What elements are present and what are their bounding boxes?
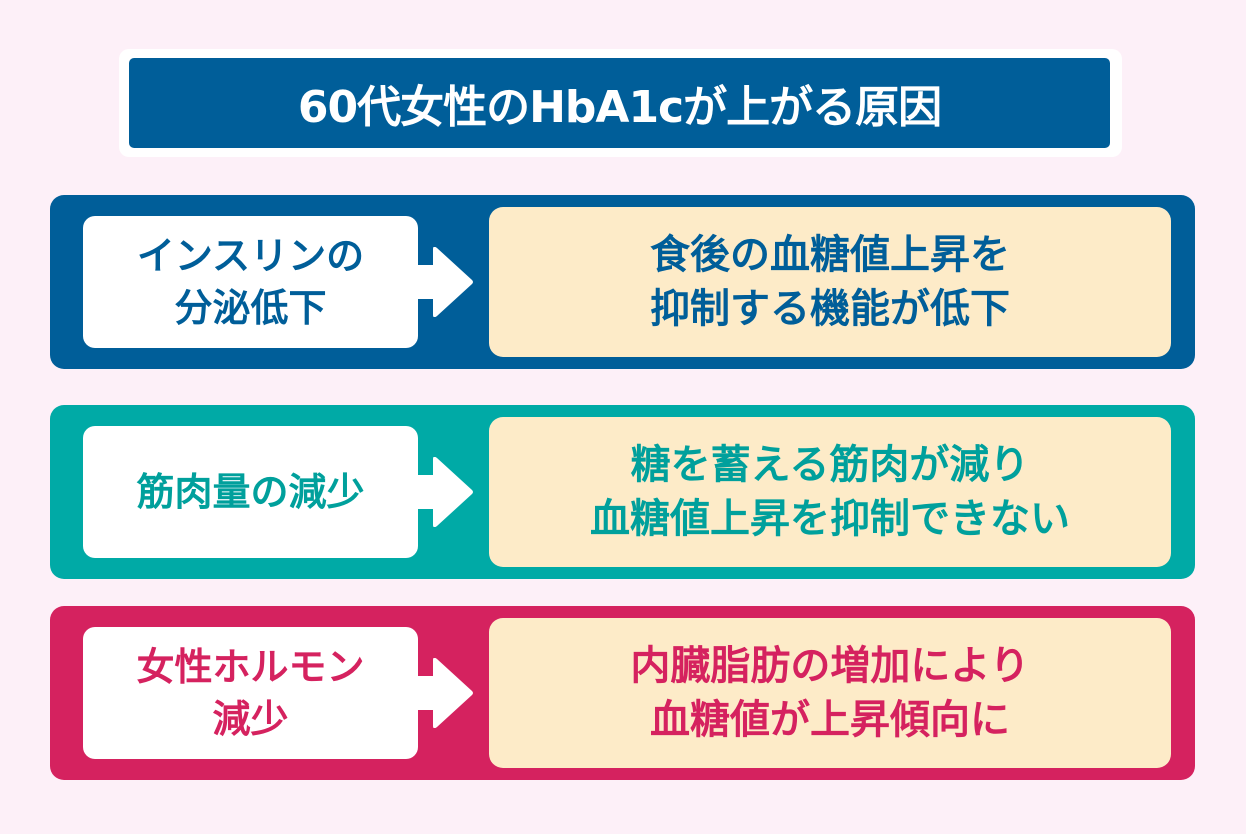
right-arrow-icon [416, 247, 473, 317]
title-frame: 60代女性のHbA1cが上がる原因 [119, 49, 1122, 157]
cause-text-line: インスリンの [136, 234, 365, 278]
effect-text-line: 食後の血糖値上昇を [650, 232, 1010, 278]
right-arrow-icon [416, 457, 473, 527]
right-arrow-icon [416, 658, 473, 728]
effect-box: 食後の血糖値上昇を 抑制する機能が低下 [489, 207, 1171, 357]
effect-text-line: 抑制する機能が低下 [650, 286, 1010, 332]
cause-text-line: 女性ホルモン [136, 645, 365, 689]
cause-text-line: 分泌低下 [174, 286, 327, 330]
cause-text-line: 減少 [212, 697, 289, 741]
cause-text-line: 筋肉量の減少 [136, 470, 365, 514]
effect-box: 内臓脂肪の増加により 血糖値が上昇傾向に [489, 618, 1171, 768]
cause-box: インスリンの 分泌低下 [83, 216, 418, 348]
cause-row-hormone: 女性ホルモン 減少 内臓脂肪の増加により 血糖値が上昇傾向に [50, 606, 1195, 780]
cause-row-muscle: 筋肉量の減少 糖を蓄える筋肉が減り 血糖値上昇を抑制できない [50, 405, 1195, 579]
effect-box: 糖を蓄える筋肉が減り 血糖値上昇を抑制できない [489, 417, 1171, 567]
effect-text-line: 内臓脂肪の増加により [630, 643, 1030, 689]
effect-text-line: 糖を蓄える筋肉が減り [630, 442, 1030, 488]
effect-text-line: 血糖値が上昇傾向に [649, 697, 1010, 743]
cause-box: 筋肉量の減少 [83, 426, 418, 558]
cause-row-insulin: インスリンの 分泌低下 食後の血糖値上昇を 抑制する機能が低下 [50, 195, 1195, 369]
page-title: 60代女性のHbA1cが上がる原因 [129, 58, 1110, 148]
cause-box: 女性ホルモン 減少 [83, 627, 418, 759]
effect-text-line: 血糖値上昇を抑制できない [590, 496, 1070, 542]
